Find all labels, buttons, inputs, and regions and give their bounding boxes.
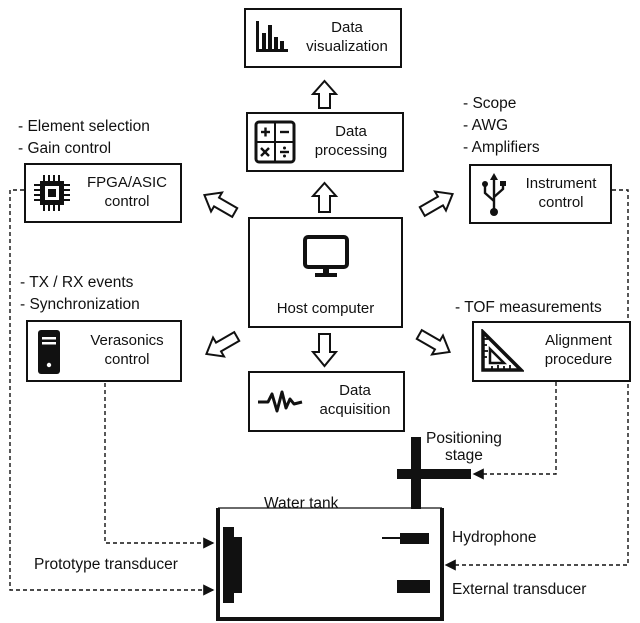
arrow-to-verasonics: [205, 330, 241, 358]
bar-chart-icon: [256, 21, 288, 52]
arrow-to-data-visualization: [310, 79, 339, 109]
arrow-to-data-processing: [310, 181, 339, 213]
water-tank: [216, 508, 444, 621]
prototype-transducer-shape: [223, 527, 234, 603]
hydrophone-shape: [400, 533, 429, 544]
usb-icon: [482, 173, 506, 216]
chip-icon: [34, 175, 70, 211]
tower-pc-icon: [38, 330, 60, 374]
dashed-link-alignment-to-stage: [472, 382, 557, 480]
instrument-notes: - Scope- AWG- Amplifiers: [463, 95, 540, 156]
water-tank-label: Water tank: [264, 495, 339, 512]
arrow-to-data-acquisition: [310, 333, 339, 368]
arrow-to-instrument: [418, 190, 454, 218]
prototype-transducer-label: Prototype transducer: [34, 556, 178, 573]
waveform-icon: [258, 390, 303, 413]
hydrophone-label: Hydrophone: [452, 529, 537, 546]
host-computer-box: Host computer: [248, 217, 403, 328]
external-transducer-label: External transducer: [452, 581, 587, 598]
alignment-notes: - TOF measurements: [455, 299, 602, 316]
positioning-stage-vertical: [411, 437, 421, 509]
set-square-icon: [481, 329, 524, 372]
positioning-stage-horizontal: [397, 469, 471, 479]
arrow-to-alignment: [415, 328, 451, 356]
dashed-link-verasonics-to-prototype: [104, 362, 215, 549]
dashed-link-fpga-to-prototype: [9, 189, 215, 596]
arrow-to-fpga: [203, 191, 239, 219]
monitor-icon: [303, 235, 349, 277]
calculator-icon: [254, 120, 296, 164]
fpga-notes: - Element selection- Gain control: [18, 118, 150, 157]
host-computer-label: Host computer: [276, 300, 375, 317]
verasonics-notes: - TX / RX events- Synchronization: [20, 274, 140, 313]
external-transducer-shape: [397, 580, 430, 593]
